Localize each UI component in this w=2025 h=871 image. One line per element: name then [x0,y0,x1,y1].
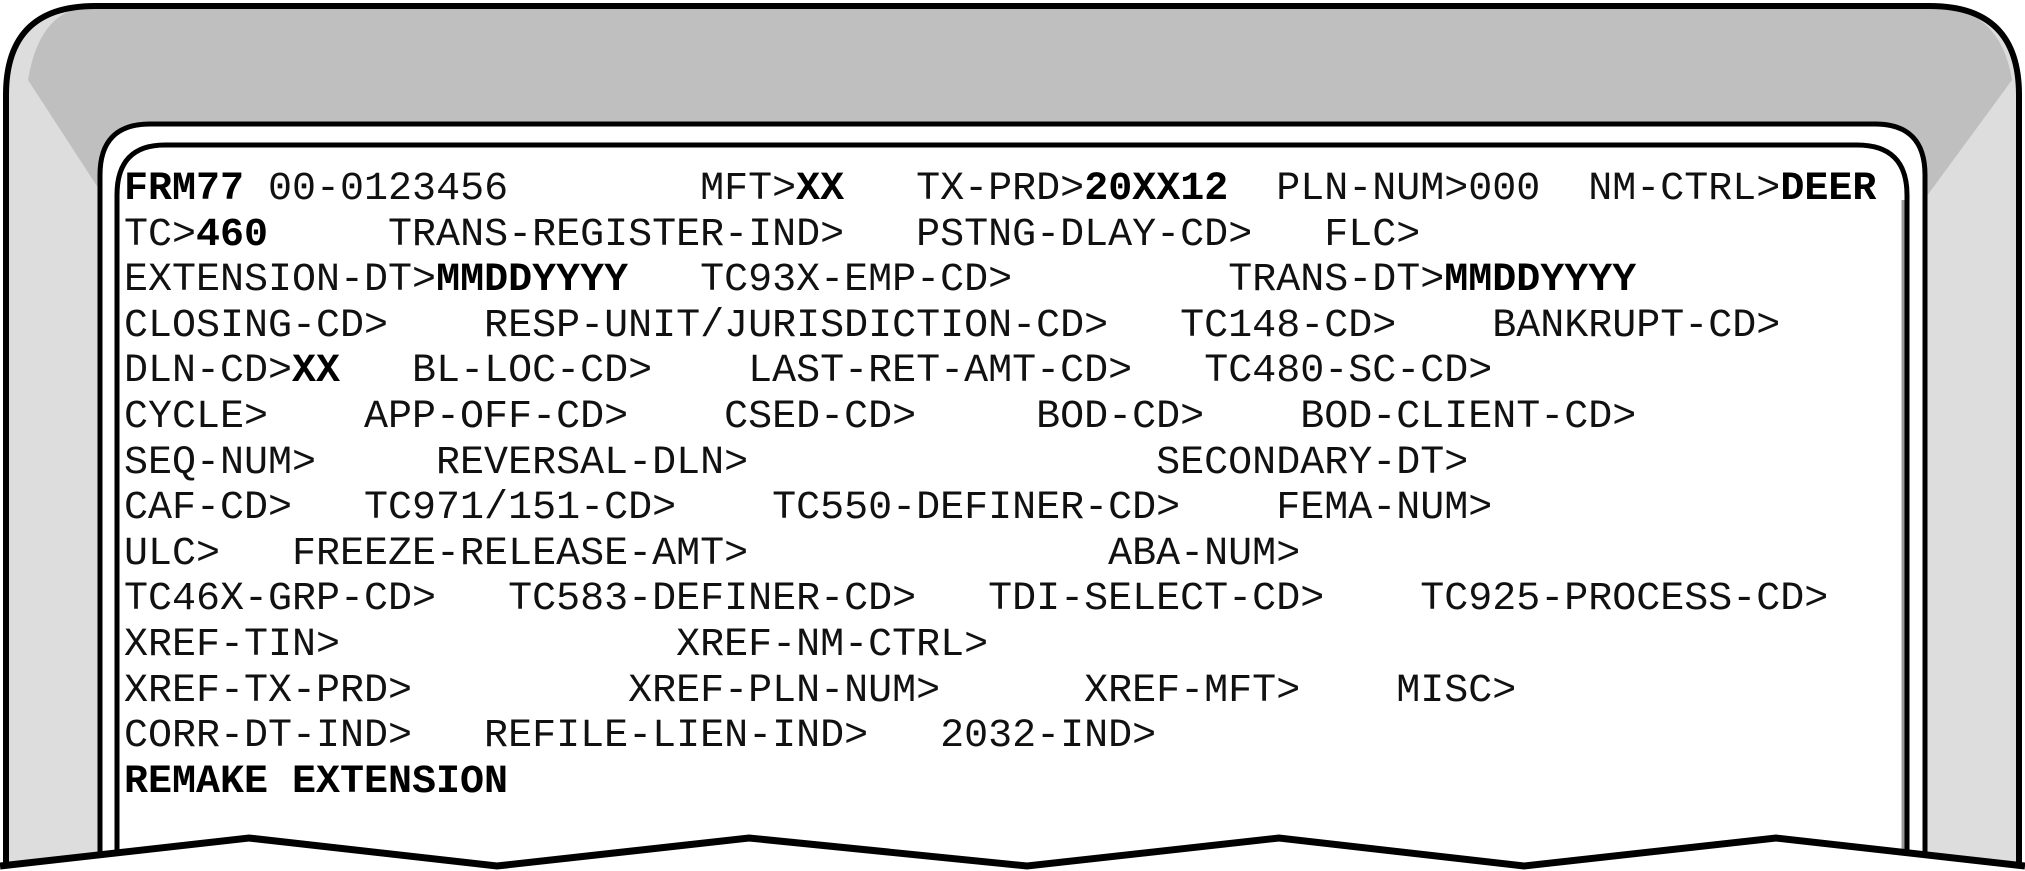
screen-row: XREF-TX-PRD> XREF-PLN-NUM> XREF-MFT> MIS… [124,669,1876,715]
screen-row: ULC> FREEZE-RELEASE-AMT> ABA-NUM> [124,532,1876,578]
field-label: TX-PRD> [844,167,1085,212]
field-label: CLOSING-CD> RESP-UNIT/JURISDICTION-CD> T… [124,303,1781,349]
screen-row: EXTENSION-DT>MMDDYYYY TC93X-EMP-CD> TRAN… [124,258,1876,304]
field-label: EXTENSION-DT> [124,258,437,304]
field-value: MMDDYYYY [436,258,629,304]
field-value: XX [796,167,845,212]
screen-row: CLOSING-CD> RESP-UNIT/JURISDICTION-CD> T… [124,304,1876,350]
field-label: CORR-DT-IND> REFILE-LIEN-IND> 2032-IND> [124,714,1157,760]
screen-row: TC>460 TRANS-REGISTER-IND> PSTNG-DLAY-CD… [124,213,1876,259]
field-value: REMAKE EXTENSION [124,759,509,805]
field-label: SEQ-NUM> REVERSAL-DLN> SECONDARY-DT> [124,440,1469,486]
field-value: FRM77 [124,167,245,212]
screen-row: FRM77 00-0123456 MFT>XX TX-PRD>20XX12 PL… [124,167,1876,213]
field-value: DEER [1780,167,1877,212]
screen-row: DLN-CD>XX BL-LOC-CD> LAST-RET-AMT-CD> TC… [124,349,1876,395]
screen-row: TC46X-GRP-CD> TC583-DEFINER-CD> TDI-SELE… [124,577,1876,623]
field-label: MFT> [700,167,797,212]
screen-row: SEQ-NUM> REVERSAL-DLN> SECONDARY-DT> [124,441,1876,487]
field-label: TC46X-GRP-CD> TC583-DEFINER-CD> TDI-SELE… [124,577,1829,623]
field-label: BL-LOC-CD> LAST-RET-AMT-CD> TC480-SC-CD> [340,349,1493,395]
screen-border [114,142,1910,871]
field-label: 00-0123456 [244,167,701,212]
screen-row: XREF-TIN> XREF-NM-CTRL> [124,623,1876,669]
field-label: XREF-TIN> XREF-NM-CTRL> [124,622,989,668]
field-label: CAF-CD> TC971/151-CD> TC550-DEFINER-CD> … [124,486,1493,532]
field-label: TRANS-REGISTER-IND> PSTNG-DLAY-CD> FLC> [268,212,1421,258]
screen-row: CYCLE> APP-OFF-CD> CSED-CD> BOD-CD> BOD-… [124,395,1876,441]
field-value: MMDDYYYY [1444,258,1637,304]
field-value: 460 [196,212,269,258]
torn-edge-fill [0,838,2025,871]
field-label: XREF-TX-PRD> XREF-PLN-NUM> XREF-MFT> MIS… [124,668,1517,714]
field-label: PLN-NUM>000 NM-CTRL> [1228,167,1781,212]
screen-row: CORR-DT-IND> REFILE-LIEN-IND> 2032-IND> [124,714,1876,760]
field-label: TC> [124,212,197,258]
field-label: ULC> FREEZE-RELEASE-AMT> ABA-NUM> [124,531,1301,577]
screen-row: CAF-CD> TC971/151-CD> TC550-DEFINER-CD> … [124,486,1876,532]
terminal-screen-text: FRM77 00-0123456 MFT>XX TX-PRD>20XX12 PL… [124,167,1876,805]
field-value: 20XX12 [1084,167,1229,212]
field-label: TC93X-EMP-CD> TRANS-DT> [628,258,1445,304]
field-label: DLN-CD> [124,349,293,395]
bezel-outline [3,3,2022,871]
field-value: XX [292,349,341,395]
field-label: CYCLE> APP-OFF-CD> CSED-CD> BOD-CD> BOD-… [124,394,1637,440]
torn-edge-line [0,834,2025,870]
screen-row: REMAKE EXTENSION [124,760,1876,806]
